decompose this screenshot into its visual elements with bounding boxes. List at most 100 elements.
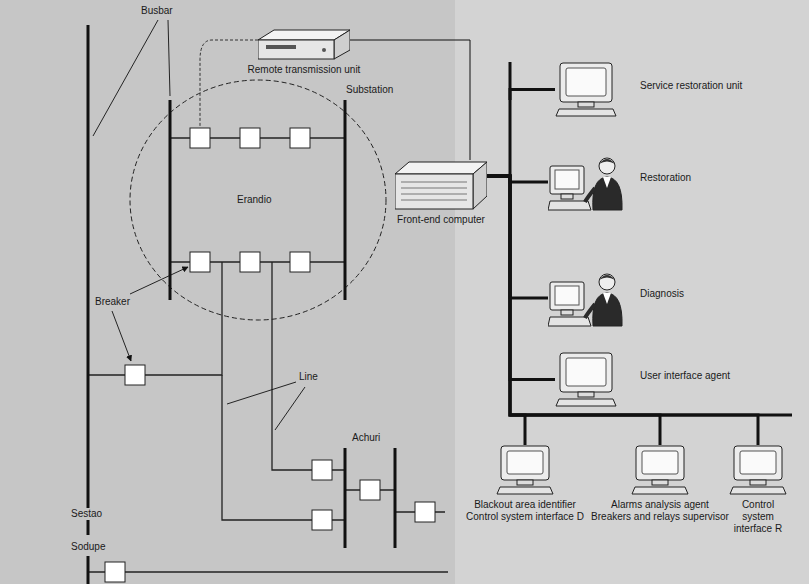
computer-node: Blackout area identifierControl system i…	[496, 445, 554, 495]
node-caption: User interface agent	[640, 370, 730, 382]
breaker-symbol	[312, 460, 332, 480]
breaker-symbol	[240, 128, 260, 148]
monitor-icon	[555, 352, 617, 407]
busbar	[87, 25, 90, 535]
node-label: Alarms analysis agentBreakers and relays…	[586, 499, 734, 523]
breaker-symbol	[105, 128, 435, 582]
computer-node: Control system interface R	[729, 445, 787, 495]
rtu-icon	[322, 48, 326, 52]
node-label: Service restoration unit	[640, 80, 742, 92]
monitor-icon	[652, 480, 668, 485]
busbar-name: Sodupe	[70, 541, 106, 553]
rtu-icon	[258, 40, 334, 59]
monitor-icon	[632, 487, 688, 494]
leader-line	[168, 20, 170, 96]
wire	[222, 375, 345, 520]
person-icon	[593, 293, 622, 326]
breaker-symbol	[290, 252, 310, 272]
node-caption: Alarms analysis agent	[586, 499, 734, 511]
computer-node: User interface agent	[555, 352, 617, 407]
breaker-label: Breaker	[94, 296, 131, 308]
person-icon	[561, 310, 573, 315]
breaker-symbol	[190, 252, 210, 272]
monitor-icon	[750, 480, 766, 485]
line-label: Line	[298, 371, 319, 383]
node-caption: Blackout area identifier	[461, 499, 589, 511]
leader-line	[275, 387, 305, 430]
node-caption: Service restoration unit	[640, 80, 742, 92]
busbar-name: Sestao	[70, 508, 103, 520]
person-icon	[548, 201, 591, 210]
network-bus	[510, 414, 792, 417]
fe-icon	[401, 200, 467, 201]
busbar	[88, 25, 395, 584]
person-icon	[585, 304, 595, 318]
network-bus	[487, 176, 660, 445]
breaker-symbol	[360, 480, 380, 500]
person-icon	[599, 274, 615, 290]
monitor-icon	[560, 353, 612, 392]
rtu-icon	[266, 45, 296, 49]
node-caption: Control system interface D	[461, 511, 589, 523]
leader-line	[227, 382, 296, 404]
leader-line	[130, 267, 188, 294]
person-icon	[548, 317, 591, 326]
person-icon	[555, 286, 579, 305]
person-icon	[599, 159, 615, 164]
telemetry-link	[350, 40, 470, 160]
monitor-icon	[729, 445, 787, 495]
breaker-symbol	[415, 502, 435, 522]
leader-line	[112, 311, 131, 361]
fe-icon	[401, 194, 467, 195]
breaker-symbol	[312, 510, 332, 530]
person-icon	[550, 282, 584, 310]
substation-label: Substation	[345, 84, 394, 96]
person-icon	[603, 177, 611, 188]
leader-line	[93, 20, 158, 136]
monitor-icon	[555, 62, 617, 117]
fe-icon	[401, 188, 467, 189]
monitor-icon	[566, 358, 606, 386]
person-icon	[593, 177, 622, 210]
substation-name: Erandio	[236, 194, 272, 206]
wire	[272, 262, 345, 470]
network-bus	[487, 176, 548, 298]
monitor-icon	[740, 451, 776, 474]
fe-icon	[473, 162, 487, 209]
breaker-symbol	[240, 252, 260, 272]
computer-node: Alarms analysis agentBreakers and relays…	[631, 445, 689, 495]
busbar	[344, 448, 347, 548]
network-bus	[509, 62, 512, 100]
node-caption: Breakers and relays supervisor	[586, 511, 734, 523]
busbar	[394, 448, 397, 548]
monitor-icon	[642, 451, 678, 474]
node-caption: Remote transmission unit	[239, 64, 369, 76]
network-bus	[487, 176, 525, 445]
wire	[88, 571, 448, 572]
node-label: Diagnosis	[640, 288, 684, 300]
rtu-icon	[334, 30, 350, 59]
node-caption: Restoration	[640, 172, 691, 184]
node-caption: Diagnosis	[640, 288, 684, 300]
breaker-symbol	[105, 562, 125, 582]
monitor-icon	[556, 109, 616, 116]
wire	[88, 262, 222, 375]
monitor-icon	[501, 446, 549, 480]
node-label: Front-end computer	[386, 214, 496, 226]
monitor-icon	[496, 445, 554, 495]
monitor-icon	[636, 446, 684, 480]
monitor-icon	[560, 63, 612, 102]
breaker-symbol	[190, 128, 210, 148]
telemetry-link	[200, 40, 258, 126]
fe-icon	[395, 160, 487, 210]
fe-icon	[395, 174, 473, 209]
monitor-icon	[566, 68, 606, 96]
device-node: Front-end computer	[395, 160, 487, 210]
busbar	[169, 100, 172, 300]
person-icon	[585, 188, 595, 202]
monitor-icon	[578, 392, 594, 397]
person-icon	[561, 194, 573, 199]
breaker-symbol	[125, 365, 145, 385]
background	[455, 0, 809, 584]
